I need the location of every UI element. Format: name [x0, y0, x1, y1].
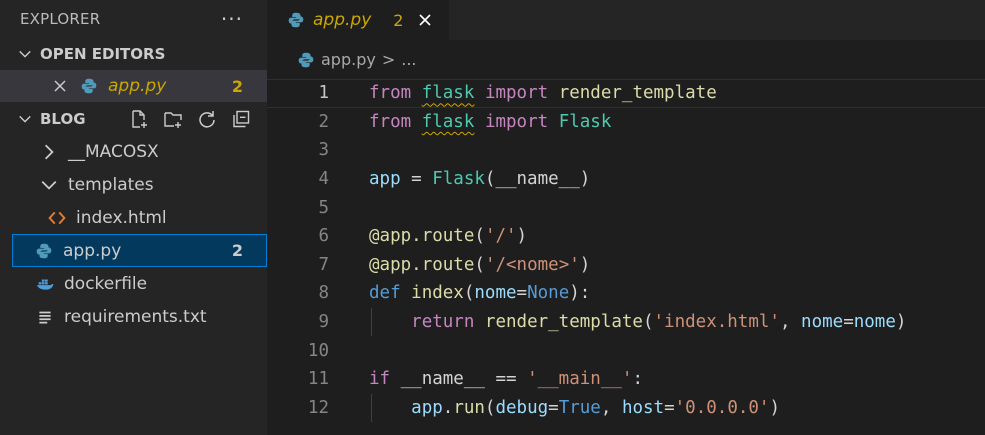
- code-line: 5: [267, 193, 985, 222]
- line-content: @app.route('/'): [369, 226, 528, 247]
- open-editor-item-app-py[interactable]: app.py 2: [0, 70, 267, 102]
- tree-item-index-html[interactable]: index.html: [0, 201, 267, 234]
- indent-guide: [371, 307, 372, 337]
- text-file-icon: [36, 308, 54, 326]
- line-number: 1: [318, 83, 329, 104]
- code-line: 7 @app.route('/<nome>'): [267, 251, 985, 280]
- blog-section-header[interactable]: BLOG: [0, 102, 267, 135]
- close-icon[interactable]: [417, 12, 433, 28]
- chevron-down-icon: [18, 112, 40, 126]
- close-icon[interactable]: [52, 78, 70, 94]
- chevron-right-icon: [40, 143, 58, 161]
- explorer-title: EXPLORER: [20, 9, 101, 28]
- breadcrumb-separator: >: [381, 50, 396, 69]
- tree-item-label: templates: [68, 174, 154, 195]
- tab-bar: app.py 2: [267, 0, 985, 40]
- open-editor-filename: app.py: [108, 76, 167, 96]
- explorer-actions: [127, 107, 267, 131]
- chevron-down-icon: [40, 176, 58, 194]
- breadcrumb: app.py > ...: [267, 40, 985, 79]
- problem-count-badge: 2: [231, 76, 243, 96]
- code-line: 1 from flask import render_template: [267, 79, 985, 108]
- line-number: 7: [318, 254, 329, 275]
- python-file-icon: [35, 242, 53, 260]
- refresh-icon[interactable]: [195, 107, 219, 131]
- tab-problem-badge: 2: [393, 10, 404, 30]
- code-line: 2 from flask import Flask: [267, 108, 985, 137]
- indent-guide: [371, 393, 372, 423]
- docker-icon: [36, 275, 54, 293]
- line-number: 11: [307, 369, 329, 390]
- line-content: from flask import Flask: [369, 111, 612, 132]
- tree-item-templates-folder[interactable]: templates: [0, 168, 267, 201]
- code-line: 3: [267, 136, 985, 165]
- explorer-header: EXPLORER ···: [0, 0, 267, 37]
- line-number: 9: [318, 312, 329, 333]
- breadcrumb-symbols[interactable]: ...: [401, 50, 417, 69]
- line-content: app = Flask(__name__): [369, 169, 591, 190]
- code-line: 11 if __name__ == '__main__':: [267, 365, 985, 394]
- html-file-icon: [48, 209, 66, 227]
- line-content: app.run(debug=True, host='0.0.0.0'): [411, 397, 781, 418]
- line-content: return render_template('index.html', nom…: [411, 312, 907, 333]
- line-number: 3: [318, 140, 329, 161]
- tree-item-label: index.html: [76, 207, 167, 228]
- open-editors-section-header[interactable]: OPEN EDITORS: [0, 37, 267, 70]
- tab-label: app.py: [313, 10, 372, 30]
- python-file-icon: [297, 51, 315, 69]
- code-line: 8 def index(nome=None):: [267, 279, 985, 308]
- tree-item-label: __MACOSX: [68, 141, 159, 162]
- line-number: 12: [307, 397, 329, 418]
- code-line: 10: [267, 336, 985, 365]
- line-number: 5: [318, 197, 329, 218]
- new-folder-icon[interactable]: [161, 107, 185, 131]
- tree-item-macosx-folder[interactable]: __MACOSX: [0, 135, 267, 168]
- new-file-icon[interactable]: [127, 107, 151, 131]
- tree-item-label: dockerfile: [64, 273, 148, 294]
- line-number: 10: [307, 340, 329, 361]
- collapse-all-icon[interactable]: [229, 107, 253, 131]
- python-file-icon: [80, 77, 98, 95]
- editor-area: app.py 2 app.py > ... 1 from flask impor…: [267, 0, 985, 435]
- code-line: 9 return render_template('index.html', n…: [267, 307, 985, 337]
- code-line: 4 app = Flask(__name__): [267, 165, 985, 194]
- tree-item-app-py[interactable]: app.py 2: [12, 234, 267, 267]
- python-file-icon: [287, 11, 305, 29]
- explorer-sidebar: EXPLORER ··· OPEN EDITORS app.py 2 BLOG: [0, 0, 267, 435]
- tree-item-requirements-txt[interactable]: requirements.txt: [0, 300, 267, 333]
- line-content: def index(nome=None):: [369, 283, 591, 304]
- line-number: 6: [318, 226, 329, 247]
- line-number: 4: [318, 169, 329, 190]
- line-content: if __name__ == '__main__':: [369, 369, 643, 390]
- line-content: @app.route('/<nome>'): [369, 254, 591, 275]
- tree-item-label: requirements.txt: [64, 306, 207, 327]
- workspace-title: BLOG: [40, 109, 86, 128]
- more-actions-icon[interactable]: ···: [220, 6, 243, 31]
- chevron-down-icon: [18, 47, 40, 61]
- line-content: from flask import render_template: [369, 83, 717, 104]
- line-number: 8: [318, 283, 329, 304]
- tree-item-label: app.py: [63, 240, 122, 261]
- code-line: 6 @app.route('/'): [267, 222, 985, 251]
- breadcrumb-file[interactable]: app.py: [321, 50, 376, 69]
- open-editors-title: OPEN EDITORS: [40, 44, 166, 63]
- code-editor[interactable]: 1 from flask import render_template 2 fr…: [267, 79, 985, 423]
- code-line: 12 app.run(debug=True, host='0.0.0.0'): [267, 393, 985, 423]
- line-number: 2: [318, 111, 329, 132]
- tree-item-dockerfile[interactable]: dockerfile: [0, 267, 267, 300]
- problem-count-badge: 2: [231, 241, 243, 260]
- tab-app-py[interactable]: app.py 2: [267, 0, 450, 40]
